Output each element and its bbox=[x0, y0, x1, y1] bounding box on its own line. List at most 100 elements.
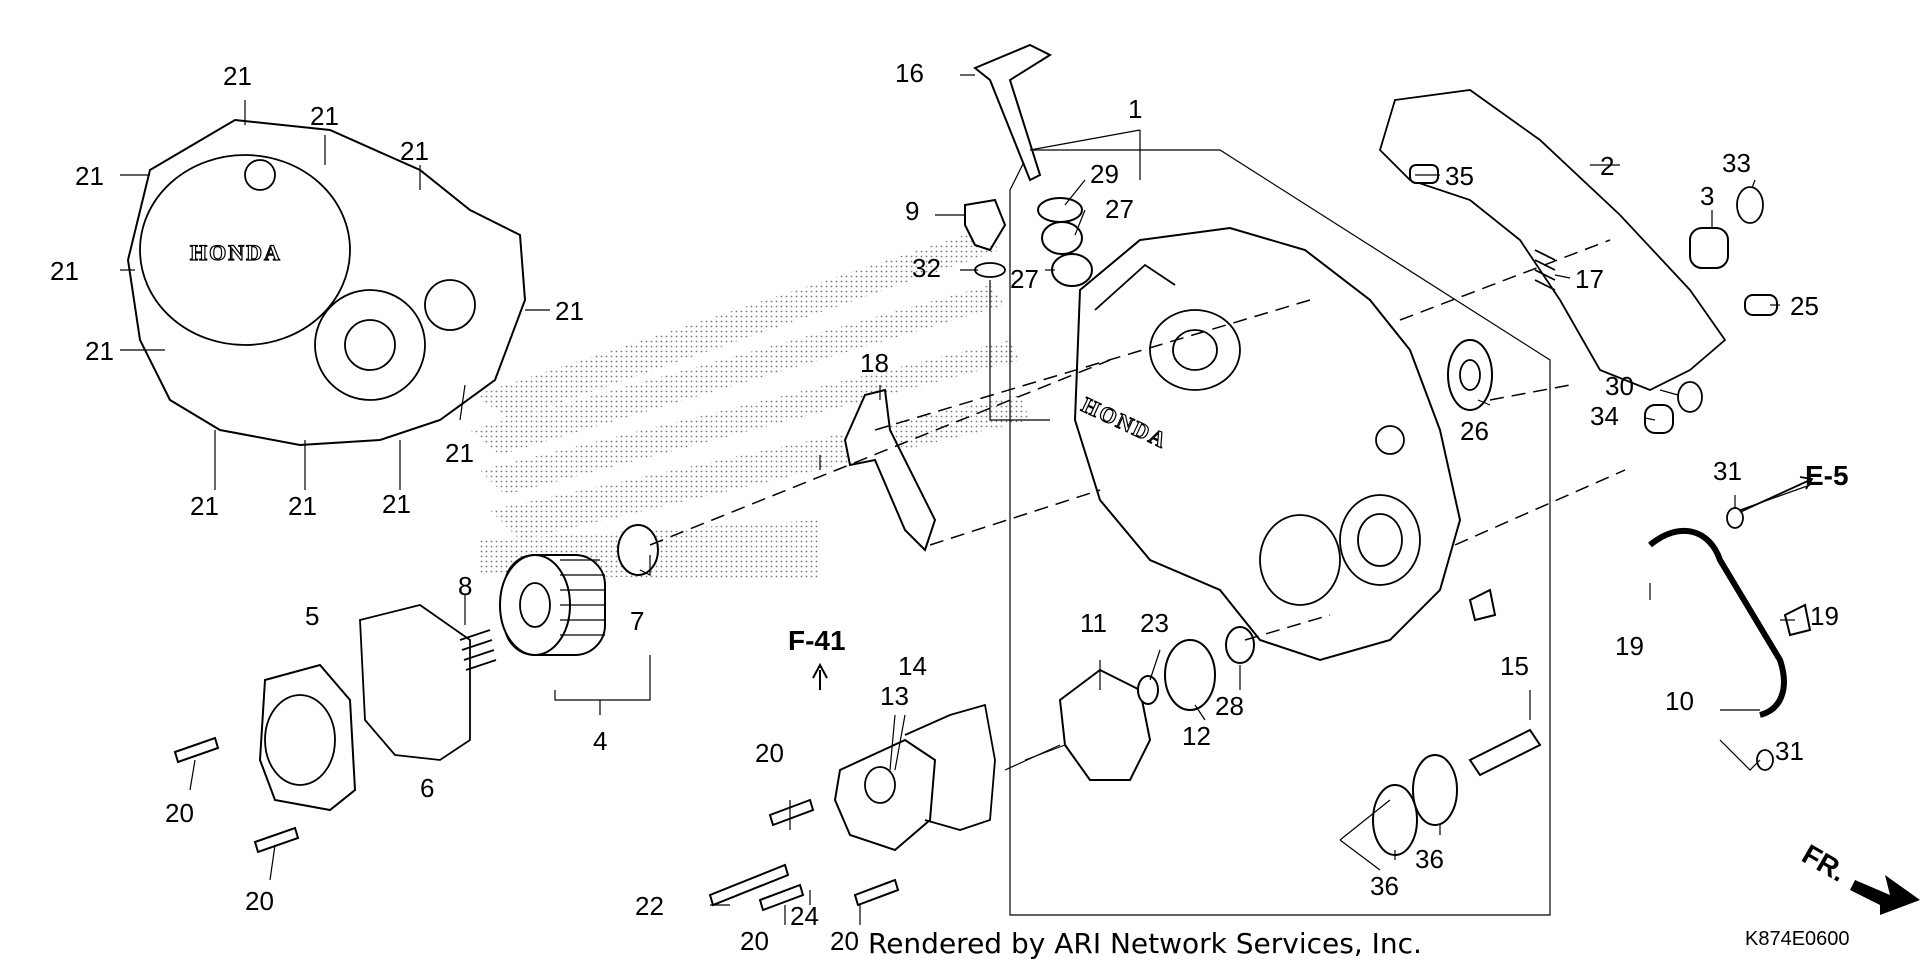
callout-21-a: 21 bbox=[223, 61, 252, 91]
ref-front: FR. bbox=[1797, 838, 1852, 887]
callout-27-upper: 27 bbox=[1105, 194, 1134, 224]
callout-22: 22 bbox=[635, 891, 664, 921]
washer-23 bbox=[1137, 675, 1159, 705]
o-ring-32 bbox=[974, 262, 1006, 278]
seal-12 bbox=[1164, 639, 1216, 711]
water-pump-cover bbox=[833, 738, 937, 852]
oil-filter-cover-gasket bbox=[359, 604, 471, 761]
seal-28 bbox=[1225, 626, 1255, 664]
callout-1: 1 bbox=[1128, 94, 1142, 124]
callout-33: 33 bbox=[1722, 148, 1751, 178]
callout-34: 34 bbox=[1590, 401, 1619, 431]
o-ring-33 bbox=[1736, 186, 1764, 224]
cover-gasket bbox=[1378, 89, 1727, 391]
callout-15: 15 bbox=[1500, 651, 1529, 681]
callout-36-left: 36 bbox=[1370, 871, 1399, 901]
oil-pipe bbox=[1648, 527, 1787, 718]
callout-21-k: 21 bbox=[382, 489, 411, 519]
ref-e5: E-5 bbox=[1805, 460, 1849, 491]
oil-filler-cap bbox=[964, 198, 1007, 252]
callout-12: 12 bbox=[1182, 721, 1211, 751]
callout-21-j: 21 bbox=[288, 491, 317, 521]
callout-30: 30 bbox=[1605, 371, 1634, 401]
callout-32: 32 bbox=[912, 253, 941, 283]
callout-20-d: 20 bbox=[740, 926, 769, 956]
credit-text: Rendered by ARI Network Services, Inc. bbox=[868, 927, 1422, 960]
callout-labels: 1 2 3 4 5 6 7 8 9 10 11 12 13 14 15 16 1… bbox=[50, 58, 1839, 956]
o-ring-30 bbox=[1677, 381, 1703, 413]
diagram-code: K874E0600 bbox=[1745, 928, 1850, 950]
callout-13: 13 bbox=[880, 681, 909, 711]
e5-arrow bbox=[1739, 476, 1814, 513]
callout-20-e: 20 bbox=[830, 926, 859, 956]
callout-14: 14 bbox=[898, 651, 927, 681]
callout-21-h: 21 bbox=[445, 438, 474, 468]
callout-31-upper: 31 bbox=[1713, 456, 1742, 486]
callout-20-b: 20 bbox=[245, 886, 274, 916]
callout-17: 17 bbox=[1575, 264, 1604, 294]
callout-21-d: 21 bbox=[75, 161, 104, 191]
callout-10: 10 bbox=[1665, 686, 1694, 716]
callout-11: 11 bbox=[1080, 608, 1107, 638]
callout-3: 3 bbox=[1700, 181, 1714, 211]
callout-9: 9 bbox=[905, 196, 919, 226]
callout-19-right: 19 bbox=[1810, 601, 1839, 631]
callout-23: 23 bbox=[1140, 608, 1169, 638]
callout-20-a: 20 bbox=[165, 798, 194, 828]
bearing-27-lower bbox=[1051, 253, 1093, 287]
callout-25: 25 bbox=[1790, 291, 1819, 321]
o-ring-7 bbox=[617, 524, 659, 576]
callout-24: 24 bbox=[790, 901, 819, 931]
front-direction-arrow bbox=[1850, 875, 1920, 915]
spring bbox=[459, 629, 497, 671]
bearing-27-upper bbox=[1041, 221, 1083, 255]
callout-8: 8 bbox=[458, 571, 472, 601]
callout-28: 28 bbox=[1215, 691, 1244, 721]
construction-lines bbox=[649, 239, 1626, 771]
f41-arrow bbox=[812, 662, 828, 690]
ref-f41: F-41 bbox=[788, 625, 846, 656]
clutch-cover-logo: HONDA bbox=[190, 240, 282, 265]
oil-filter bbox=[499, 554, 606, 656]
bracket-18 bbox=[843, 388, 937, 552]
callout-29: 29 bbox=[1090, 159, 1119, 189]
callout-21-i: 21 bbox=[190, 491, 219, 521]
right-crankcase-cover bbox=[1073, 226, 1462, 662]
bolt-15 bbox=[1468, 728, 1542, 777]
dowel-35 bbox=[1409, 164, 1439, 184]
wing-watermark bbox=[470, 230, 1030, 580]
callout-18: 18 bbox=[860, 348, 889, 378]
collar-3 bbox=[1689, 227, 1729, 269]
callout-21-e: 21 bbox=[50, 256, 79, 286]
bearing-36-right bbox=[1412, 754, 1458, 826]
callout-16: 16 bbox=[895, 58, 924, 88]
o-ring-31-lower bbox=[1756, 749, 1774, 771]
collar-34 bbox=[1644, 404, 1674, 434]
callout-21-g: 21 bbox=[85, 336, 114, 366]
callout-27-lower: 27 bbox=[1010, 264, 1039, 294]
assembly-outline bbox=[1009, 149, 1551, 916]
seal-29 bbox=[1037, 197, 1083, 223]
callout-19-left: 19 bbox=[1615, 631, 1644, 661]
callout-31-lower: 31 bbox=[1775, 736, 1804, 766]
water-pump-impeller bbox=[1058, 668, 1152, 781]
callout-4: 4 bbox=[593, 726, 607, 756]
callout-6: 6 bbox=[420, 773, 434, 803]
tensioner-pin bbox=[973, 43, 1053, 182]
callout-21-b: 21 bbox=[310, 101, 339, 131]
clutch-cover: HONDA bbox=[126, 118, 527, 447]
bearing-26 bbox=[1447, 339, 1493, 411]
callout-35: 35 bbox=[1445, 161, 1474, 191]
spring-17 bbox=[1534, 249, 1556, 291]
callout-7: 7 bbox=[630, 606, 644, 636]
callout-21-f: 21 bbox=[555, 296, 584, 326]
callout-21-c: 21 bbox=[400, 136, 429, 166]
callout-26: 26 bbox=[1460, 416, 1489, 446]
callout-5: 5 bbox=[305, 601, 319, 631]
bearing-36-left bbox=[1372, 784, 1418, 856]
callout-20-c: 20 bbox=[755, 738, 784, 768]
bolts bbox=[173, 588, 1812, 912]
callout-36-right: 36 bbox=[1415, 844, 1444, 874]
callout-2: 2 bbox=[1600, 151, 1614, 181]
